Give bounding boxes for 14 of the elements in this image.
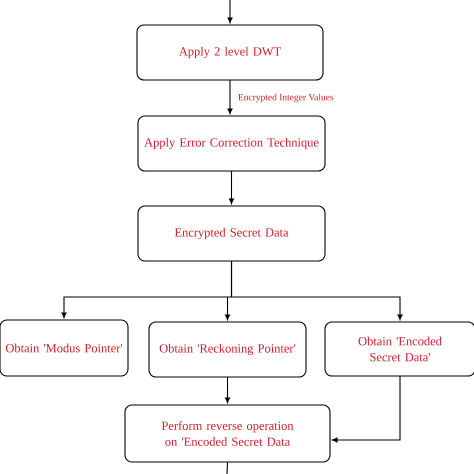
arrow	[229, 172, 234, 204]
process-box: Apply 2 level DWT	[136, 24, 324, 81]
arrow	[332, 376, 401, 443]
process-box: Obtain 'Encoded Secret Data'	[324, 321, 474, 377]
edge-label: Encrypted Integer Values	[238, 94, 334, 102]
process-box: Apply Error Correction Technique	[137, 115, 326, 172]
process-box: Obtain 'Reckoning Pointer'	[148, 321, 307, 378]
arrow	[230, 262, 403, 320]
process-box: Perform reverse operation on 'Encoded Secret Data	[124, 404, 331, 463]
arrow	[225, 378, 230, 403]
arrow	[228, 0, 233, 23]
process-box: Obtain 'Modus Pointer'	[0, 319, 129, 377]
arrow	[228, 80, 233, 114]
process-box: Encrypted Secret Data	[137, 205, 326, 262]
